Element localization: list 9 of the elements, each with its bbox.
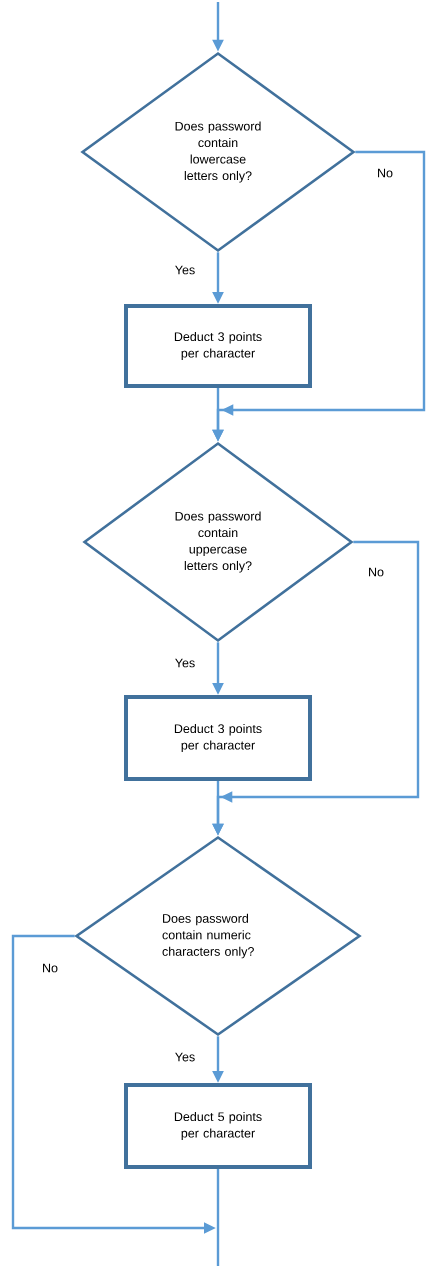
edge-label: No	[375, 167, 395, 179]
edge-label: Yes	[173, 657, 197, 669]
edge-label: Yes	[173, 1051, 197, 1063]
process-box: Deduct 5 points per character	[124, 1083, 312, 1169]
process-box: Deduct 3 points per character	[124, 695, 312, 781]
edge-label: No	[366, 566, 386, 578]
edge-label: Yes	[173, 264, 197, 276]
process-box: Deduct 3 points per character	[124, 304, 312, 388]
edge-label: No	[40, 962, 60, 974]
